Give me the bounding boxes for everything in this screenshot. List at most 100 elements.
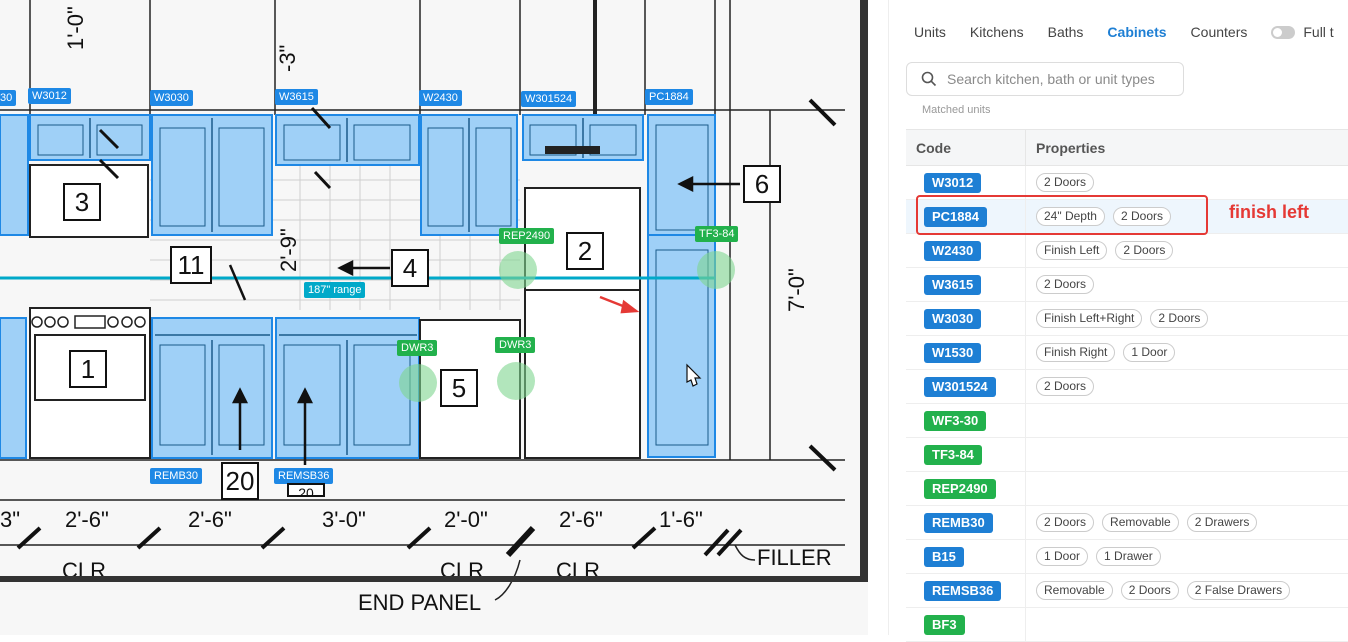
search-input[interactable] (945, 70, 1179, 88)
cabinet-tag-dwr3[interactable]: DWR3 (495, 337, 536, 353)
search-icon (921, 71, 937, 87)
cabinet-code-badge[interactable]: WF3-30 (924, 410, 987, 431)
code-cell: B15 (906, 540, 1026, 573)
cabinet-code-badge[interactable]: REMB30 (924, 512, 993, 533)
code-cell: REP2490 (906, 472, 1026, 505)
property-pill: Finish Left (1036, 241, 1108, 260)
cabinet-code-badge[interactable]: W2430 (924, 240, 982, 261)
property-pill: 2 Doors (1115, 241, 1174, 260)
cabinet-code-badge[interactable]: B15 (924, 546, 964, 567)
callout-20-partial: 20 (287, 483, 325, 497)
cabinet-code-badge[interactable]: BF3 (924, 614, 965, 635)
property-pill: 2 Drawers (1186, 513, 1258, 532)
matched-units-text: Matched units (922, 104, 991, 116)
code-cell: W301524 (906, 370, 1026, 403)
table-row[interactable]: WF3-30 (906, 404, 1348, 438)
dim-clr: CLR (440, 558, 485, 576)
cabinet-code-badge[interactable]: W1530 (924, 342, 982, 363)
properties-cell: 2 Doors (1026, 275, 1095, 294)
cabinet-code-badge[interactable]: REP2490 (924, 478, 996, 499)
end-panel-label: END PANEL (358, 590, 482, 615)
cabinet-tag-w301524[interactable]: W301524 (521, 91, 577, 107)
property-pill: 1 Door (1123, 343, 1176, 362)
cabinet-tag-w3030[interactable]: W3030 (150, 90, 193, 106)
cabinet-code-badge[interactable]: REMSB36 (924, 580, 1002, 601)
table-row[interactable]: TF3-84 (906, 438, 1348, 472)
property-pill: 2 Doors (1036, 513, 1095, 532)
toggle-switch[interactable] (1271, 25, 1296, 39)
property-pill: 2 Doors (1036, 275, 1095, 294)
callout-6: 6 (743, 165, 781, 203)
cabinet-code-badge[interactable]: W3615 (924, 274, 982, 295)
properties-cell: 2 Doors (1026, 173, 1095, 192)
cabinet-code-badge[interactable]: W3030 (924, 308, 982, 329)
property-pill: 2 Doors (1112, 207, 1171, 226)
dim-top-left: 1'-0" (63, 6, 88, 50)
properties-cell: 2 Doors (1026, 377, 1095, 396)
full-toggle[interactable]: Full t (1271, 24, 1334, 40)
cabinet-tag-tf3-84[interactable]: TF3-84 (695, 226, 739, 242)
property-pill: 2 False Drawers (1186, 581, 1291, 600)
code-cell: BF3 (906, 608, 1026, 641)
dim-1-6: 1'-6" (659, 507, 703, 532)
range-label[interactable]: 187" range (304, 282, 366, 298)
table-row[interactable]: W1530 Finish Right 1 Door (906, 336, 1348, 370)
cabinet-tag-dwr3[interactable]: DWR3 (397, 340, 438, 356)
table-row[interactable]: REP2490 (906, 472, 1348, 506)
cabinet-tag-w3012[interactable]: W3012 (28, 88, 71, 104)
cabinet-code-badge[interactable]: TF3-84 (924, 444, 982, 465)
property-pill: 1 Door (1036, 547, 1089, 566)
table-row[interactable]: BF3 (906, 608, 1348, 642)
callout-3: 3 (63, 183, 101, 221)
property-pill: 2 Doors (1036, 377, 1095, 396)
cabinet-tag-rep2490[interactable]: REP2490 (499, 228, 555, 244)
cabinet-tag-pc1884[interactable]: PC1884 (645, 89, 693, 105)
code-cell: REMB30 (906, 506, 1026, 539)
tab-kitchens[interactable]: Kitchens (969, 24, 1024, 40)
cabinet-tag-w2430[interactable]: W2430 (419, 90, 462, 106)
cabinet-code-badge[interactable]: W301524 (924, 376, 996, 397)
table-row[interactable]: W2430 Finish Left 2 Doors (906, 234, 1348, 268)
table-row[interactable]: W301524 2 Doors (906, 370, 1348, 404)
code-cell: W3012 (906, 166, 1026, 199)
table-row[interactable]: W3012 2 Doors (906, 166, 1348, 200)
col-properties[interactable]: Properties (1036, 139, 1106, 156)
table-row[interactable]: W3615 2 Doors (906, 268, 1348, 302)
dim-top-mid: -3" (275, 44, 300, 72)
tab-baths[interactable]: Baths (1047, 24, 1084, 40)
cabinet-tag-remb30[interactable]: REMB30 (150, 468, 203, 484)
annotation-box (916, 195, 1208, 235)
sheet-border (0, 0, 868, 582)
cabinet-code-badge[interactable]: PC1884 (924, 206, 987, 227)
dim-clr: CLR (556, 558, 601, 576)
cabinet-code-badge[interactable]: W3012 (924, 172, 982, 193)
tab-cabinets[interactable]: Cabinets (1107, 24, 1167, 40)
property-pill: 24" Depth (1036, 207, 1105, 226)
tab-counters[interactable]: Counters (1190, 24, 1248, 40)
properties-cell: Finish Right 1 Door (1026, 343, 1176, 362)
callout-2: 2 (566, 232, 604, 270)
table-row[interactable]: PC1884 24" Depth 2 Doors (906, 200, 1348, 234)
cabinet-tag[interactable]: 30 (0, 90, 17, 106)
cabinet-tag-w3615[interactable]: W3615 (275, 89, 318, 105)
col-code[interactable]: Code (906, 130, 1026, 165)
property-pill: Finish Right (1036, 343, 1116, 362)
property-pill: 2 Doors (1150, 309, 1209, 328)
code-cell: WF3-30 (906, 404, 1026, 437)
toggle-label: Full t (1303, 24, 1334, 40)
property-pill: Removable (1036, 581, 1113, 600)
search-box[interactable] (906, 62, 1184, 96)
cabinet-tag-remsb36[interactable]: REMSB36 (274, 468, 334, 484)
elevation-drawing[interactable]: 30 W3012 W3030 W3615 W2430 W301524 PC188… (0, 0, 868, 635)
toggle-knob (1273, 27, 1283, 37)
tab-units[interactable]: Units (914, 24, 946, 40)
dim-2-6: 2'-6" (65, 507, 109, 532)
